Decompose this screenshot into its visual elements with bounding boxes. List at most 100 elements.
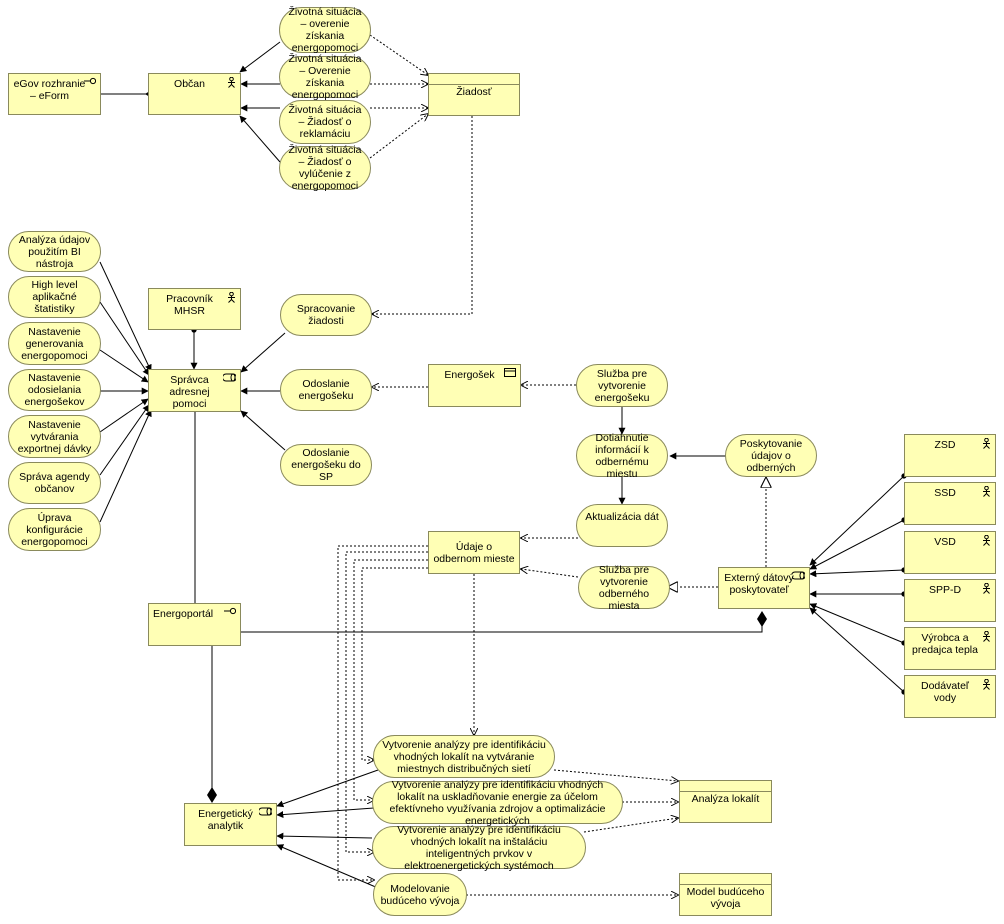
connector [240, 332, 286, 373]
zivotna-situacia-4[interactable]: Životná situácia – Žiadosť o vylúčenie z… [279, 144, 371, 192]
node-label: Dodávateľ vody [920, 680, 969, 704]
vyrobca-tepla-actor-box[interactable]: Výrobca a predajca tepla [904, 627, 996, 670]
node-label: SPP-D [928, 584, 962, 596]
energosek-component-box[interactable]: Energošek [428, 364, 521, 407]
vytvorenie-analyzy-1-function[interactable]: Vytvorenie analýzy pre identifikáciu vho… [373, 735, 555, 778]
dotiahnutie-informacii-service[interactable]: Dotiahnutie informácií k odbernému miest… [576, 431, 668, 480]
node-label: Občan [174, 78, 205, 90]
node-label: Nastavenie generovania energopomoci [21, 325, 88, 362]
vytvorenie-analyzy-3-function[interactable]: Vytvorenie analýzy pre identifikáciu vho… [372, 823, 586, 872]
nastavenie-odosielania-function[interactable]: Nastavenie odosielania energošekov [8, 369, 101, 411]
obcan-actor-box[interactable]: Občan [148, 73, 241, 115]
modelovanie-vyvoja-function[interactable]: Modelovanie budúceho vývoja [373, 873, 467, 916]
node-label: Správca adresnej pomoci [169, 374, 210, 410]
node-label: Modelovanie budúceho vývoja [380, 882, 460, 907]
poskytovanie-udajov-service[interactable]: Poskytovanie údajov o odberných [725, 434, 817, 477]
zsd-actor-box[interactable]: ZSD [904, 434, 996, 477]
node-label: Energošek [444, 369, 495, 381]
analyza-bi-function[interactable]: Analýza údajov použitím BI nástroja [8, 231, 101, 272]
connector [369, 114, 428, 159]
node-label: SSD [934, 487, 956, 499]
connector [99, 404, 150, 476]
model-vyvoja-object-box[interactable]: Model budúceho vývoja [679, 873, 772, 916]
actor-icon [983, 486, 990, 497]
connector [353, 559, 428, 800]
node-label: Správa agendy občanov [19, 471, 90, 495]
connector [372, 116, 473, 314]
node-label: Poskytovanie údajov o odberných [739, 437, 803, 474]
spravca-role-box[interactable]: Správca adresnej pomoci [148, 369, 241, 412]
odoslanie-energoseku-service[interactable]: Odoslanie energošeku [280, 369, 372, 411]
zivotna-situacia-2[interactable]: Životná situácia – Overenie získania ene… [279, 53, 371, 101]
nastavenie-generovania-function[interactable]: Nastavenie generovania energopomoci [8, 322, 101, 365]
spracovanie-ziadosti-service[interactable]: Spracovanie žiadosti [280, 294, 372, 336]
vytvorenie-analyzy-2-function[interactable]: Vytvorenie analýzy pre identifikáciu vho… [372, 778, 623, 827]
node-label: Vytvorenie analýzy pre identifikáciu vho… [382, 738, 546, 775]
connector [809, 517, 907, 570]
connector [276, 844, 379, 889]
node-label: Nastavenie odosielania energošekov [24, 372, 85, 408]
sluzba-odberneho-miesta-service[interactable]: Služba pre vytvorenie odberného miesta [578, 563, 670, 612]
actor-icon [983, 679, 990, 690]
node-label: Nastavenie vytvárania exportnej dávky [17, 418, 92, 455]
pracovnik-mhsr-actor-box[interactable]: Pracovník MHSR [148, 288, 241, 330]
aktualizacia-dat-service[interactable]: Aktualizácia dát [576, 504, 668, 547]
interface-icon [84, 77, 96, 85]
egov-interface-box[interactable]: eGov rozhranie – eForm [8, 73, 101, 115]
dodavatel-vody-actor-box[interactable]: Dodávateľ vody [904, 675, 996, 718]
connector [521, 569, 579, 578]
connector [239, 41, 281, 73]
object-header-band [680, 884, 771, 885]
nastavenie-vytvarania-function[interactable]: Nastavenie vytvárania exportnej dávky [8, 415, 101, 458]
connector [369, 34, 428, 75]
node-label: Externý dátový poskytovateľ [724, 572, 794, 596]
actor-icon [983, 583, 990, 594]
node-label: Vytvorenie analýzy pre identifikáciu vho… [397, 823, 561, 872]
analyza-lokalit-object-box[interactable]: Analýza lokalít [679, 780, 772, 823]
actor-icon [228, 77, 235, 88]
node-label: Odoslanie energošeku [298, 378, 354, 402]
odoslanie-energoseku-sp-service[interactable]: Odoslanie energošeku do SP [280, 444, 372, 486]
connector [276, 832, 373, 840]
node-label: High level aplikačné štatistiky [31, 279, 78, 315]
zivotna-situacia-3[interactable]: Životná situácia – Žiadosť o reklamáciu [279, 100, 371, 144]
connector [276, 769, 379, 808]
node-label: Vytvorenie analýzy pre identifikáciu vho… [389, 778, 606, 827]
connector [99, 409, 152, 523]
sluzba-energosek-service[interactable]: Služba pre vytvorenie energošeku [576, 364, 668, 407]
node-label: Služba pre vytvorenie odberného miesta [598, 563, 650, 612]
vsd-actor-box[interactable]: VSD [904, 531, 996, 574]
node-label: Výrobca a predajca tepla [912, 632, 978, 656]
sprava-agendy-function[interactable]: Správa agendy občanov [8, 462, 101, 504]
node-label: Životná situácia – Žiadosť o reklamáciu [288, 104, 362, 140]
actor-icon [983, 438, 990, 449]
node-label: Žiadosť [456, 86, 492, 98]
energoportal-interface-box[interactable]: Energoportál [148, 603, 241, 646]
connector [240, 410, 286, 451]
ziadost-object-box[interactable]: Žiadosť [428, 73, 520, 116]
connector [99, 349, 149, 383]
actor-icon [228, 292, 235, 303]
connector [99, 301, 150, 376]
node-label: Aktualizácia dát [585, 511, 659, 523]
node-label: Služba pre vytvorenie energošeku [594, 367, 650, 404]
node-label: ZSD [934, 439, 956, 451]
spp-d-actor-box[interactable]: SPP-D [904, 579, 996, 622]
connector [337, 545, 428, 880]
energeticky-analytik-role-box[interactable]: Energetický analytik [184, 803, 277, 846]
actor-icon [983, 631, 990, 642]
zivotna-situacia-1[interactable]: Životná situácia – overenie získania ene… [279, 6, 371, 54]
role-icon [259, 807, 272, 816]
high-level-stats-function[interactable]: High level aplikačné štatistiky [8, 276, 101, 318]
udaje-o-odbernom-mieste-object[interactable]: Údaje o odbernom mieste [428, 531, 520, 574]
node-label: Životná situácia – overenie získania ene… [288, 6, 362, 54]
component-icon [504, 368, 516, 377]
ssd-actor-box[interactable]: SSD [904, 482, 996, 525]
role-icon [223, 373, 236, 382]
uprava-konfiguracie-function[interactable]: Úprava konfigurácie energopomoci [8, 508, 101, 551]
externy-poskytovatel-role-box[interactable]: Externý dátový poskytovateľ [718, 567, 810, 609]
connector [239, 115, 281, 163]
node-label: Dotiahnutie informácií k odbernému miest… [595, 431, 649, 480]
connector [809, 473, 907, 566]
